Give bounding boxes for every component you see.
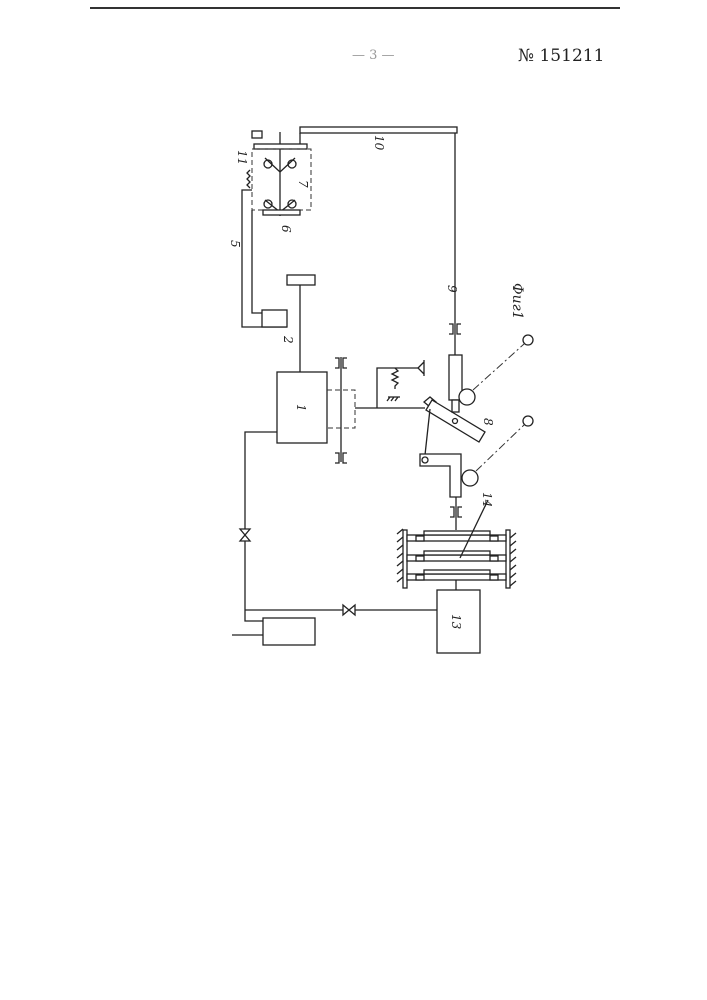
figure-caption: Фиг1 bbox=[509, 283, 525, 320]
flyball-small bbox=[523, 416, 533, 426]
label-10: 10 bbox=[372, 135, 386, 151]
plate-11 bbox=[254, 144, 307, 149]
ground-icon bbox=[387, 397, 400, 401]
label-13: 13 bbox=[449, 614, 463, 630]
label-2: 2 bbox=[281, 335, 295, 344]
valve-icon bbox=[343, 605, 355, 615]
label-6: 6 bbox=[279, 225, 293, 233]
label-1: 1 bbox=[294, 404, 308, 412]
bar-10 bbox=[300, 127, 457, 133]
crank-lower bbox=[420, 454, 461, 497]
weight-block bbox=[287, 275, 315, 285]
sensor-11-box bbox=[252, 131, 262, 138]
pivot-icon bbox=[418, 360, 424, 376]
label-8: 8 bbox=[481, 418, 495, 426]
label-14: 14 bbox=[480, 492, 494, 507]
plate-6 bbox=[263, 210, 300, 215]
valve-block bbox=[262, 310, 287, 327]
flyball bbox=[462, 470, 478, 486]
tank bbox=[263, 618, 315, 645]
flyball bbox=[459, 389, 475, 405]
spring-icon bbox=[247, 170, 250, 188]
spring-icon bbox=[392, 368, 398, 389]
flyball-small bbox=[523, 335, 533, 345]
label-11: 11 bbox=[235, 150, 249, 165]
label-5: 5 bbox=[228, 240, 242, 248]
label-9: 9 bbox=[445, 285, 459, 293]
valve-icon bbox=[240, 529, 250, 541]
label-7: 7 bbox=[296, 180, 310, 188]
